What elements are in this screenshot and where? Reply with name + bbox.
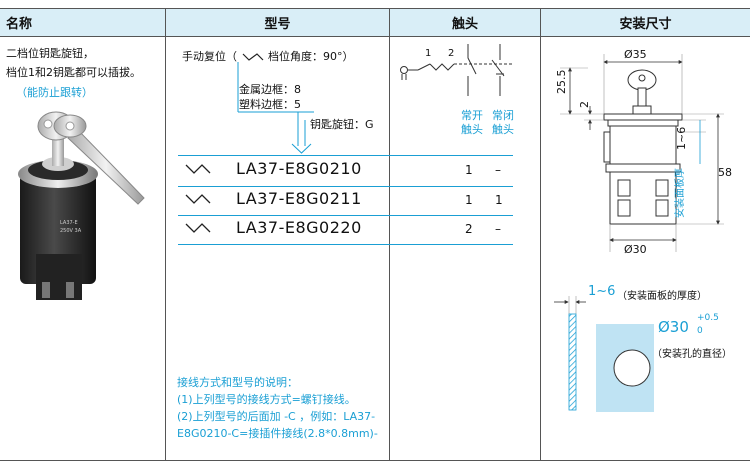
hole-tolerance-zero: 0 — [697, 326, 703, 336]
two-position-symbol-icon — [242, 53, 263, 61]
divider-1 — [165, 8, 166, 461]
panel-cutout-drawing — [554, 296, 654, 412]
wiring-note-3: E8G0210-C=接插件接线(2.8*0.8mm)- — [177, 427, 378, 440]
plastic-frame-label: 塑料边框：5 — [239, 98, 301, 111]
svg-text:250V 3A: 250V 3A — [60, 228, 82, 234]
dim-height-1-6: 1~6 — [675, 126, 688, 150]
hole-diameter-value: Ø30 — [658, 318, 689, 336]
model-code: LA37-E8G0220 — [236, 218, 362, 237]
divider-2 — [389, 8, 390, 461]
row-line-0 — [178, 155, 513, 156]
dim-diameter-35: Ø35 — [624, 48, 647, 61]
no-contact-count: 1 — [465, 163, 473, 177]
position-2-label: 2 — [448, 48, 455, 59]
metal-frame-label: 金属边框：8 — [239, 83, 301, 96]
nc-contact-count: – — [495, 163, 501, 177]
two-position-symbol-icon — [185, 223, 211, 233]
header-model: 型号 — [166, 8, 389, 36]
product-name-line3: （能防止跟转） — [16, 86, 93, 99]
header-name: 名称 — [0, 8, 165, 36]
row-line-2 — [178, 215, 513, 216]
model-row-1: LA37-E8G0210 1 – — [178, 156, 513, 186]
wiring-note-title: 接线方式和型号的说明： — [177, 376, 298, 389]
header-contacts: 触头 — [390, 8, 540, 36]
two-position-symbol-icon — [185, 164, 211, 174]
wiring-note-2: (2)上列型号的后面加 -C ，例如：LA37- — [177, 410, 376, 423]
code-pointer-lines — [237, 62, 314, 154]
nc-contact-count: 1 — [495, 193, 503, 207]
panel-thickness-value: 1~6 — [588, 284, 616, 299]
panel-thickness-label: （安装面板的厚度） — [617, 291, 707, 302]
dimension-drawing — [560, 54, 724, 252]
position-1-label: 1 — [425, 48, 432, 59]
no-contact-count: 1 — [465, 193, 473, 207]
dim-height-58: 58 — [718, 166, 732, 179]
header-dimensions: 安装尺寸 — [541, 8, 750, 36]
model-row-3: LA37-E8G0220 2 – — [178, 215, 513, 245]
header-top-line — [0, 8, 750, 9]
nc-contact-count: – — [495, 222, 501, 236]
dim-height-25-5: 25.5 — [555, 69, 568, 95]
nc-contact-header-2: 触头 — [492, 123, 514, 136]
divider-3 — [540, 8, 541, 461]
model-row-2: LA37-E8G0211 1 1 — [178, 186, 513, 216]
no-contact-count: 2 — [465, 222, 473, 236]
key-switch-photo: LA37-E 250V 3A — [18, 111, 145, 300]
row-line-3 — [178, 244, 513, 245]
dim-diameter-30: Ø30 — [624, 243, 647, 256]
dim-height-2: 2 — [578, 101, 591, 108]
two-position-symbol-icon — [185, 194, 211, 204]
table-bottom-line — [0, 460, 750, 461]
reset-label: 手动复位（ 档位角度：90°） — [182, 50, 354, 63]
row-line-1 — [178, 186, 513, 187]
contact-schematic — [400, 44, 514, 96]
product-name-line1: 二档位钥匙旋钮， — [6, 47, 94, 60]
hole-tolerance-plus: +0.5 — [697, 313, 719, 323]
panel-thickness-vertical-label: 安装面板厚 — [675, 168, 686, 218]
header-bottom-line — [0, 36, 750, 37]
key-knob-label: 钥匙旋钮：G — [310, 118, 374, 131]
hole-diameter-label: （安装孔的直径） — [652, 349, 732, 360]
model-code: LA37-E8G0210 — [236, 159, 362, 178]
no-contact-header-2: 触头 — [461, 123, 483, 136]
nc-contact-header-1: 常闭 — [492, 109, 514, 122]
svg-text:LA37-E: LA37-E — [60, 220, 78, 226]
wiring-note-1: (1)上列型号的接线方式=螺钉接线。 — [177, 393, 356, 406]
model-code: LA37-E8G0211 — [236, 189, 362, 208]
product-name-line2: 档位1和2钥匙都可以插拔。 — [6, 66, 141, 79]
no-contact-header-1: 常开 — [461, 109, 483, 122]
